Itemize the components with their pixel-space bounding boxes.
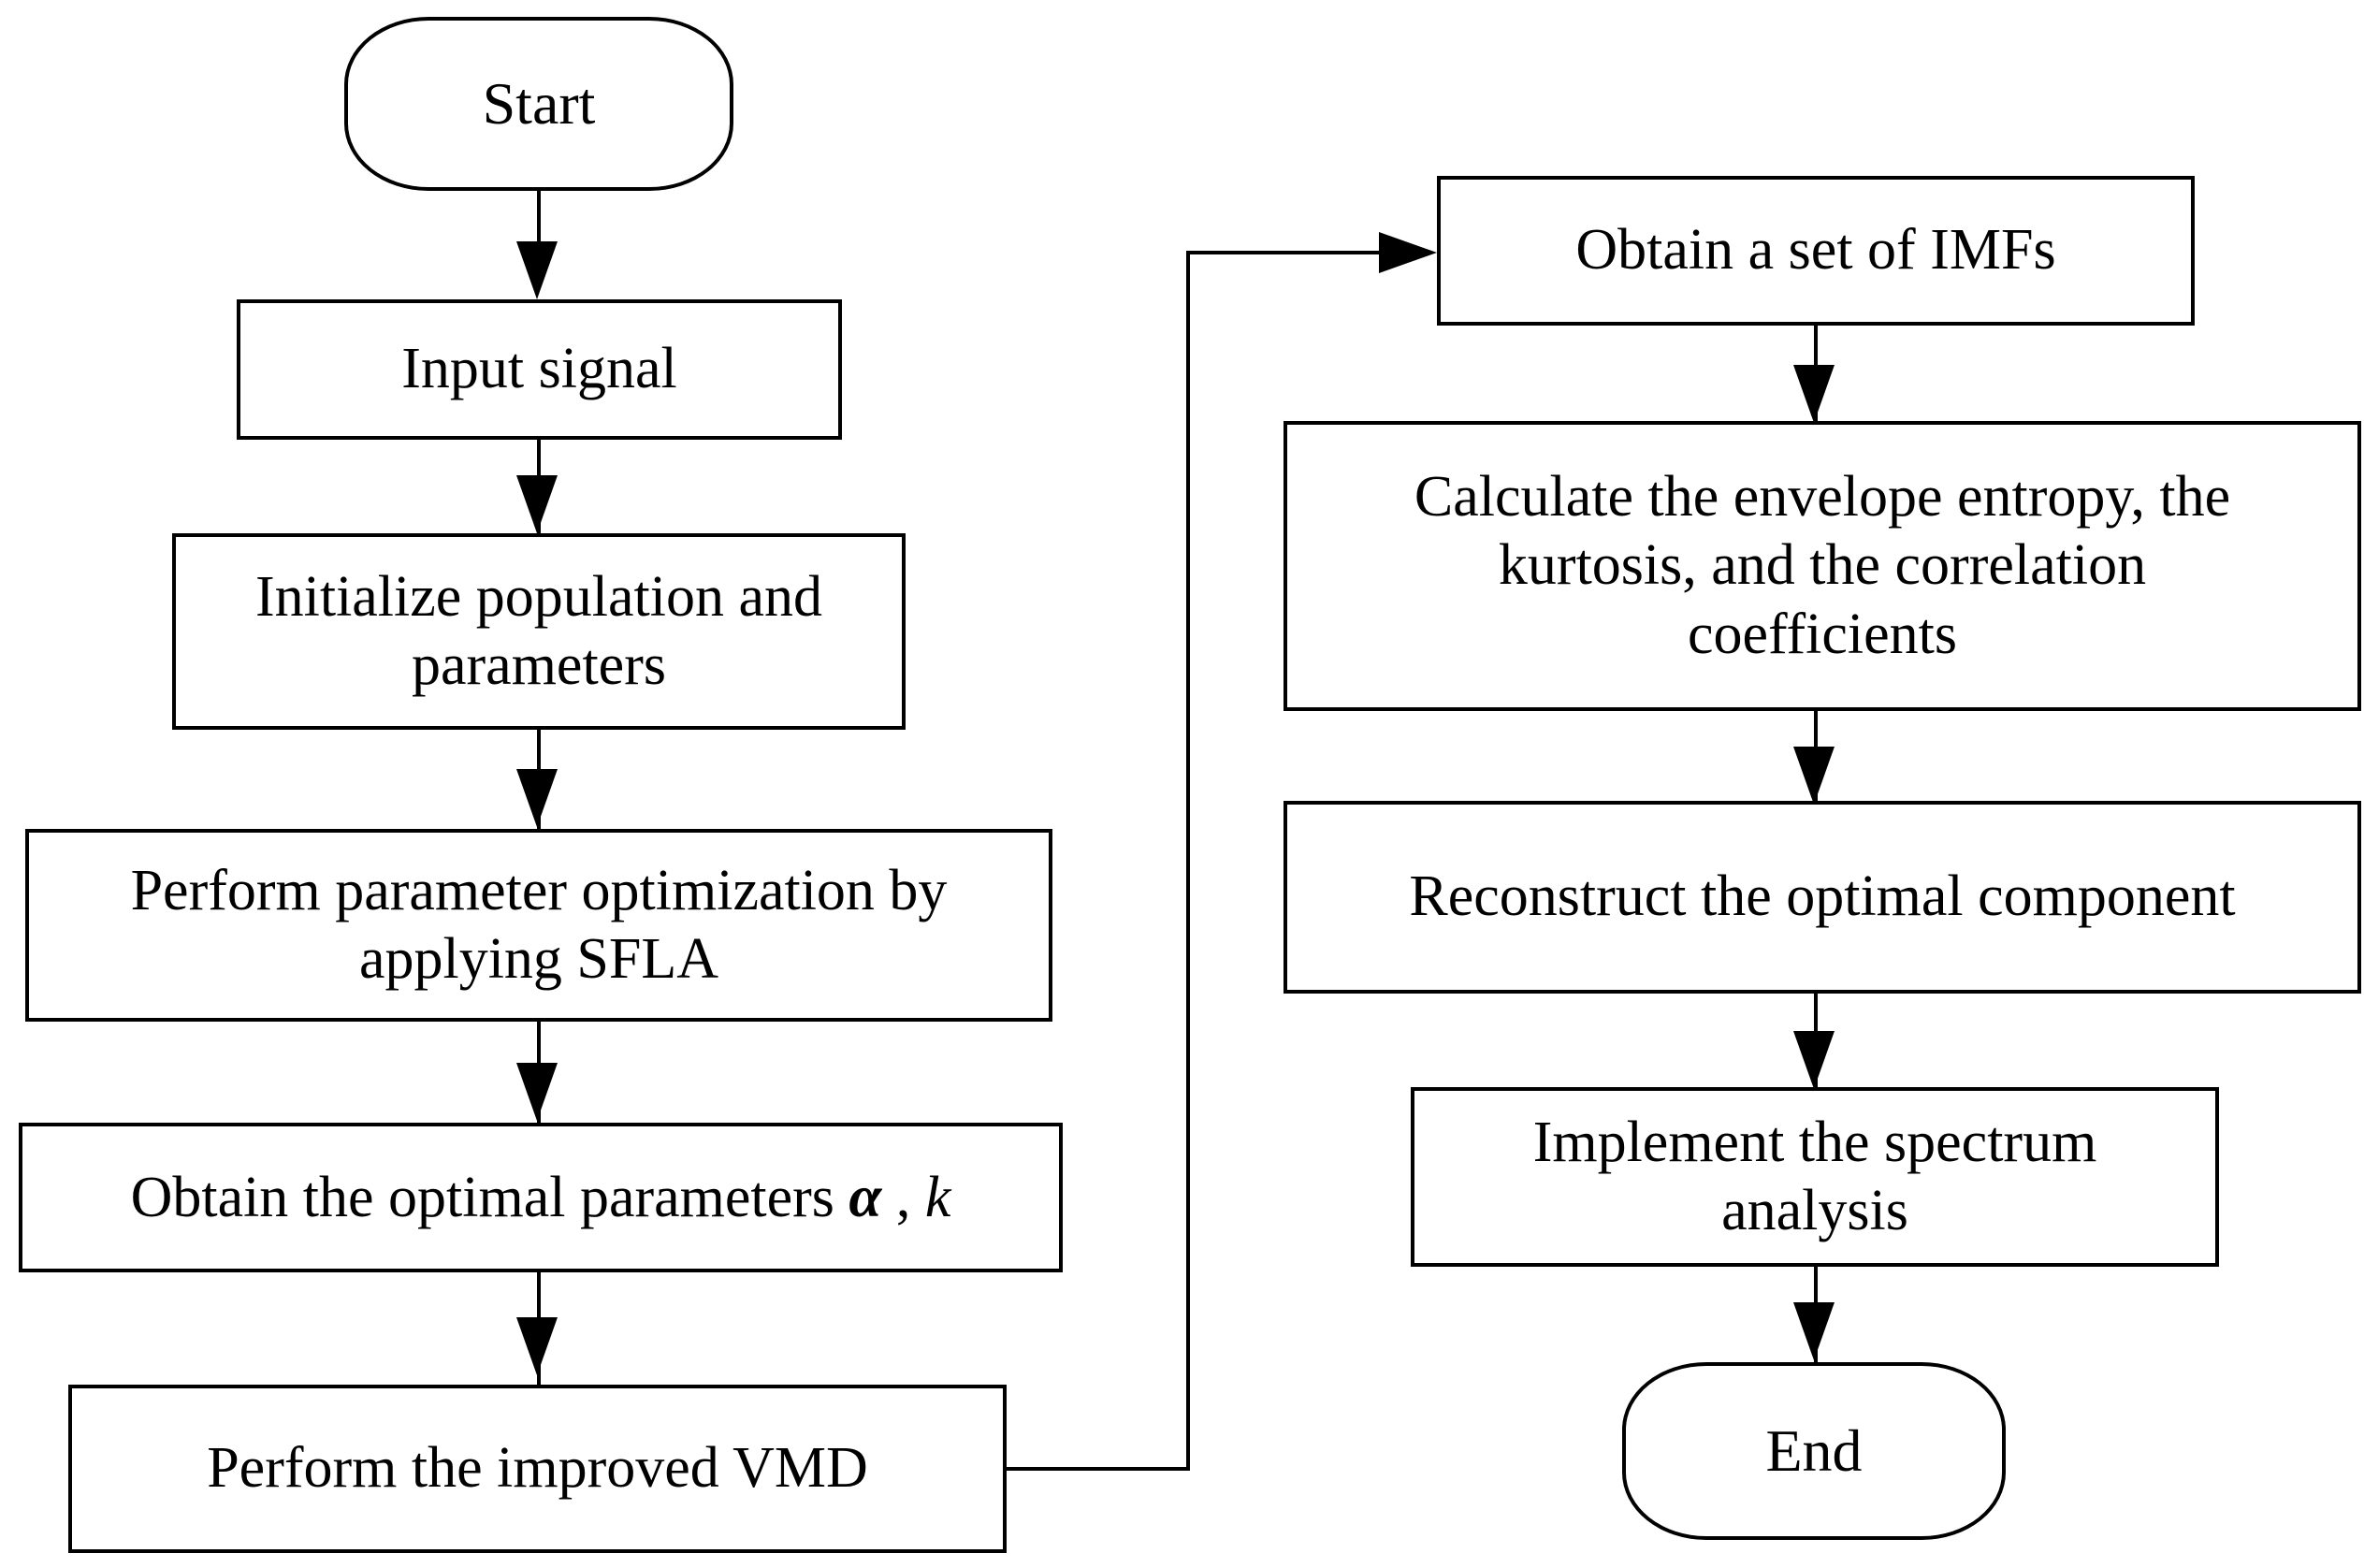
- edge-initialize-to-optimize-arrow: [516, 769, 558, 827]
- node-initialize[interactable]: Initialize population and parameters: [172, 533, 906, 730]
- node-calculate-metrics[interactable]: Calculate the envelope entropy, the kurt…: [1284, 421, 2361, 711]
- node-end-label: End: [1765, 1417, 1863, 1485]
- node-reconstruct[interactable]: Reconstruct the optimal component: [1284, 801, 2361, 994]
- node-obtain-imfs-label: Obtain a set of IMFs: [1575, 218, 2056, 283]
- node-optimal-parameters-prefix: Obtain the optimal parameters: [130, 1166, 849, 1230]
- node-end[interactable]: End: [1622, 1362, 2006, 1540]
- node-input-signal[interactable]: Input signal: [237, 299, 842, 440]
- edge-vmd-to-imfs-arrow: [1379, 232, 1437, 273]
- node-initialize-line2: parameters: [412, 633, 666, 697]
- node-optimal-parameters-label: Obtain the optimal parameters α , k: [32, 1162, 1050, 1232]
- node-initialize-label: Initialize population and parameters: [185, 563, 892, 700]
- node-calculate-metrics-line2: kurtosis, and the correlation: [1498, 533, 2147, 598]
- edge-imfs-to-calculate-arrow: [1793, 365, 1835, 423]
- edge-vmd-to-imfs-segment-horizontal-upper: [1186, 251, 1390, 254]
- node-calculate-metrics-label: Calculate the envelope entropy, the kurt…: [1297, 463, 2348, 668]
- node-start-label: Start: [482, 70, 596, 138]
- node-improved-vmd[interactable]: Perform the improved VMD: [68, 1385, 1007, 1553]
- edge-vmd-to-imfs-segment-vertical: [1186, 251, 1190, 1471]
- edge-reconstruct-to-spectrum-arrow: [1793, 1031, 1835, 1089]
- node-optimal-parameters-separator: ,: [881, 1166, 925, 1230]
- edge-calculate-to-reconstruct-arrow: [1793, 747, 1835, 805]
- node-improved-vmd-label: Perform the improved VMD: [207, 1436, 868, 1501]
- node-calculate-metrics-line3: coefficients: [1687, 602, 1958, 666]
- node-start[interactable]: Start: [344, 17, 733, 191]
- alpha-symbol: α: [848, 1164, 882, 1230]
- edge-params-to-vmd-arrow: [516, 1317, 558, 1375]
- node-spectrum-analysis-label: Implement the spectrum analysis: [1424, 1109, 2206, 1245]
- k-symbol: k: [924, 1166, 951, 1230]
- node-initialize-line1: Initialize population and: [254, 564, 823, 629]
- node-spectrum-analysis-line2: analysis: [1721, 1179, 1908, 1242]
- node-reconstruct-label: Reconstruct the optimal component: [1409, 864, 2236, 929]
- edge-vmd-to-imfs-segment-horizontal-lower: [1007, 1467, 1190, 1471]
- edge-start-to-input-line: [537, 191, 541, 264]
- node-spectrum-analysis[interactable]: Implement the spectrum analysis: [1411, 1087, 2219, 1267]
- edge-spectrum-to-end-arrow: [1793, 1302, 1835, 1360]
- node-perform-optimization-label: Perform parameter optimization by applyi…: [38, 857, 1039, 994]
- edge-input-to-initialize-arrow: [516, 475, 558, 533]
- edge-optimize-to-params-arrow: [516, 1063, 558, 1121]
- node-spectrum-analysis-line1: Implement the spectrum: [1532, 1110, 2097, 1174]
- node-optimal-parameters[interactable]: Obtain the optimal parameters α , k: [19, 1123, 1063, 1272]
- node-perform-optimization[interactable]: Perform parameter optimization by applyi…: [25, 829, 1052, 1022]
- node-calculate-metrics-line1: Calculate the envelope entropy, the: [1414, 465, 2231, 530]
- node-perform-optimization-line1: Perform parameter optimization by: [130, 858, 948, 922]
- node-obtain-imfs[interactable]: Obtain a set of IMFs: [1437, 176, 2195, 326]
- edge-start-to-input-arrow: [516, 241, 558, 299]
- node-perform-optimization-line2: applying SFLA: [358, 927, 719, 991]
- node-input-signal-label: Input signal: [401, 337, 677, 401]
